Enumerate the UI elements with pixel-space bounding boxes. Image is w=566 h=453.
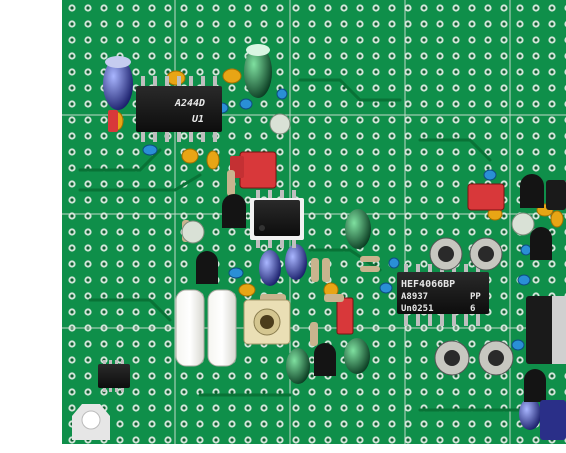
hef-date-suffix: 6 [470,304,475,314]
electrolytic-capacitor [519,398,541,430]
transistors [196,174,552,402]
electrolytic-capacitor [345,209,371,249]
electrolytic-capacitor [259,250,281,286]
mounting-hole [72,404,110,440]
regulator [526,296,566,364]
hef-part-number: HEF4066BP [401,279,455,290]
electrolytic-capacitor [286,348,310,384]
electrolytic-capacitor [103,56,133,110]
electrolytic-capacitor [244,44,272,98]
ic-u1-part-number: A244D [174,98,205,109]
hef-lot-suffix: PP [470,292,481,302]
ic-smd-small [98,360,130,392]
coils [429,237,514,376]
pcb-board [62,0,566,444]
ic-u1-designator: U1 [192,114,204,125]
ic-hef4066bp: HEF4066BP A8937 PP Un0251 6 [397,264,489,326]
edge-components [540,180,566,440]
trimmer-capacitor [243,299,291,345]
trimmers [181,113,535,244]
hef-date-code: Un0251 [401,304,434,314]
electrolytic-capacitor [285,244,307,280]
ic-u1: A244D U1 [136,76,222,142]
hef-lot-code: A8937 [401,292,428,302]
electrolytic-capacitor [344,338,370,374]
ic-8pin [250,190,304,248]
crystals [175,289,237,367]
